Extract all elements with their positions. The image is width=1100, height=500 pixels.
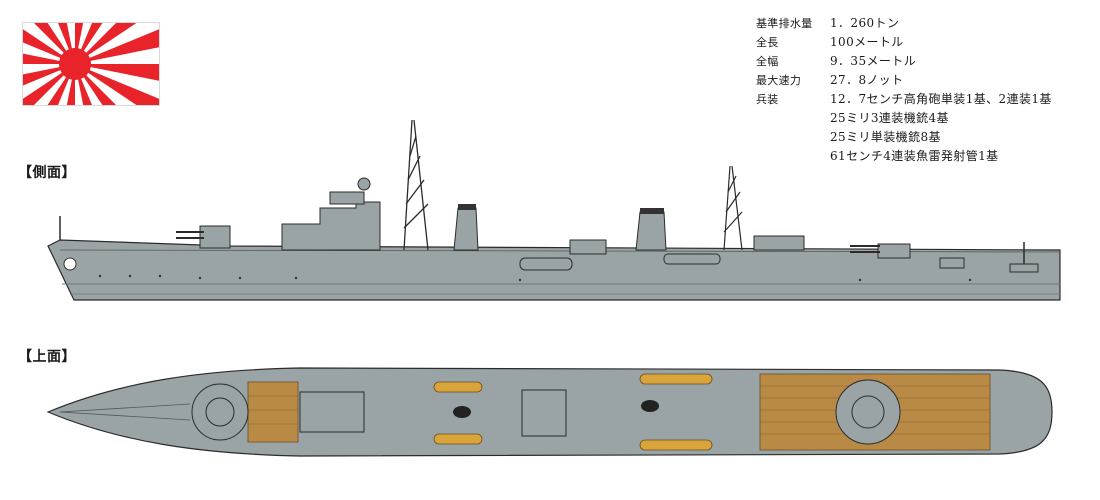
ship-side-profile — [47, 119, 1061, 301]
spec-row-length: 全長 100メートル — [756, 33, 1086, 52]
flag-ray — [58, 23, 75, 64]
rising-sun-flag-graphic — [23, 23, 159, 105]
spec-value: 25ミリ単装機銃8基 — [830, 130, 941, 144]
spec-row-armament: 兵装 12．7センチ高角砲単装1基、2連装1基 25ミリ3連装機銃4基 25ミリ… — [756, 90, 1086, 166]
spec-values: 1．260トン — [830, 14, 1086, 33]
flag-ray — [75, 29, 159, 64]
spec-value: 61センチ4連装魚雷発射管1基 — [830, 149, 999, 163]
spec-value: 9．35メートル — [830, 54, 917, 68]
spec-value: 1．260トン — [830, 16, 900, 30]
spec-value: 100メートル — [830, 35, 904, 49]
spec-row-max-speed: 最大速力 27．8ノット — [756, 71, 1086, 90]
spec-values: 100メートル — [830, 33, 1086, 52]
spec-table: 基準排水量 1．260トン 全長 100メートル 全幅 9．35メートル 最大速… — [756, 14, 1086, 166]
mainmast — [723, 165, 743, 251]
top-view-label: 【上面】 — [18, 349, 76, 365]
spec-values: 27．8ノット — [830, 71, 1086, 90]
flag-ray — [75, 64, 159, 81]
spec-value: 12．7センチ高角砲単装1基、2連装1基 — [830, 92, 1052, 106]
spec-label: 兵装 — [756, 93, 779, 106]
spec-label: 全幅 — [756, 55, 779, 68]
spec-value: 27．8ノット — [830, 73, 904, 87]
foremast — [403, 119, 429, 251]
spec-row-displacement: 基準排水量 1．260トン — [756, 14, 1086, 33]
spec-value: 25ミリ3連装機銃4基 — [830, 111, 949, 125]
rising-sun-flag — [22, 22, 160, 106]
spec-label: 最大速力 — [756, 74, 802, 87]
flag-ray — [23, 29, 75, 64]
flag-ray — [75, 64, 159, 105]
flag-ray — [23, 64, 75, 105]
spec-label: 全長 — [756, 36, 779, 49]
spec-values: 12．7センチ高角砲単装1基、2連装1基 25ミリ3連装機銃4基 25ミリ単装機… — [830, 90, 1086, 166]
spec-values: 9．35メートル — [830, 52, 1086, 71]
side-view-label: 【側面】 — [18, 165, 76, 181]
spec-label: 基準排水量 — [756, 17, 813, 30]
spec-row-beam: 全幅 9．35メートル — [756, 52, 1086, 71]
ship-top-view — [46, 367, 1053, 457]
flag-ray — [75, 23, 137, 64]
